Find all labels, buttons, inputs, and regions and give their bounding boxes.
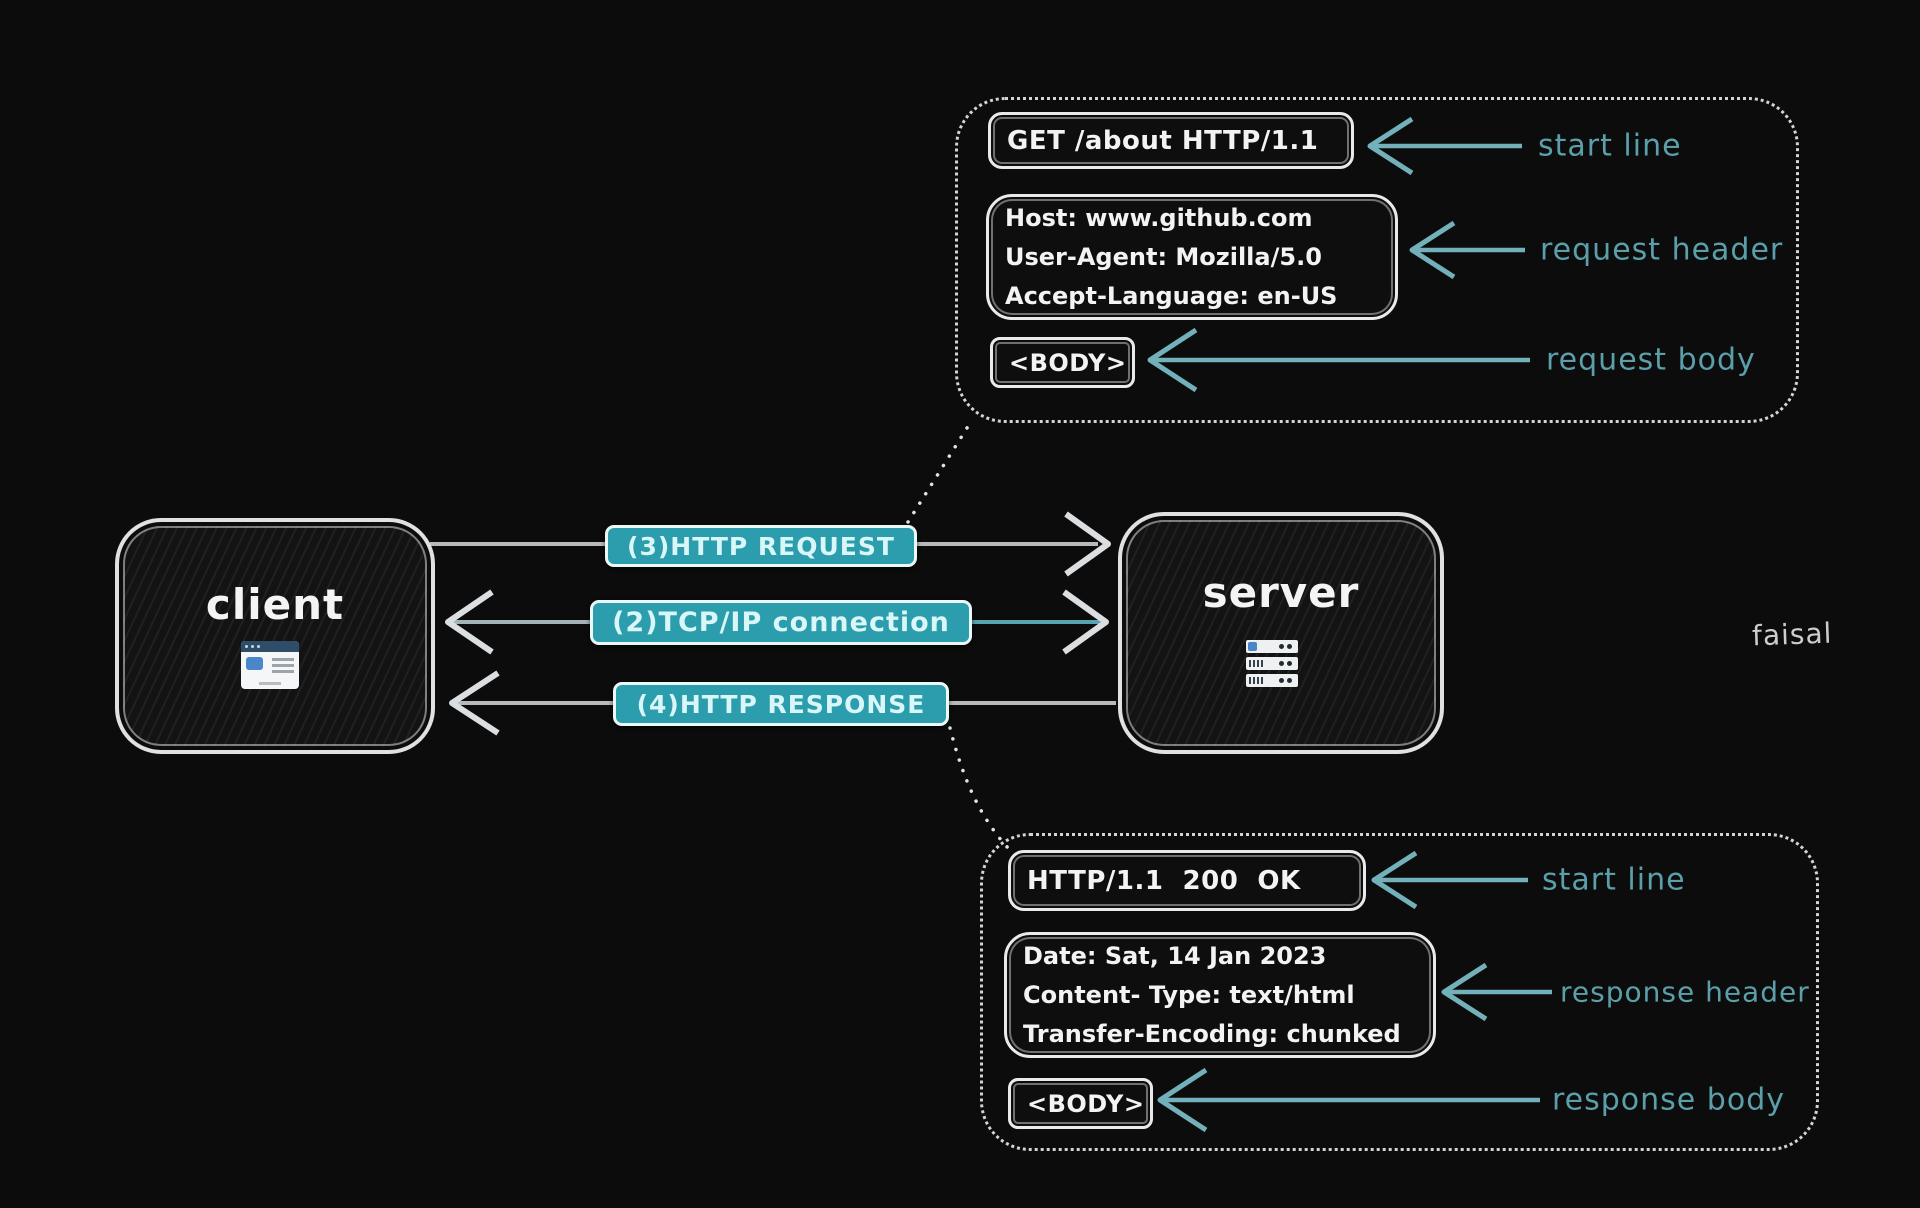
server-label: server: [1202, 568, 1360, 617]
request-body-box: <BODY>: [990, 337, 1135, 388]
tcp-connection-pill: (2)TCP/IP connection: [590, 600, 972, 645]
server-rack-icon: [1246, 640, 1298, 688]
server-node: server: [1118, 512, 1444, 754]
request-header-label: request header: [1540, 232, 1784, 268]
response-detail-connector: [948, 726, 1010, 850]
request-header-line-3: Accept-Language: en-US: [1005, 281, 1338, 310]
client-label: client: [205, 580, 345, 629]
http-request-pill: (3)HTTP REQUEST: [605, 525, 917, 567]
request-panel: [955, 97, 1799, 423]
response-start-line-text: HTTP/1.1 200 OK: [1027, 865, 1301, 896]
browser-window-icon: [241, 641, 299, 689]
response-body-box: <BODY>: [1008, 1078, 1153, 1129]
http-request-pill-text: (3)HTTP REQUEST: [627, 531, 895, 561]
response-start-line-label: start line: [1542, 862, 1686, 898]
tcp-arrowhead-right-icon: [1062, 589, 1109, 655]
request-start-line-box: GET /about HTTP/1.1: [988, 112, 1354, 169]
request-start-line-text: GET /about HTTP/1.1: [1007, 125, 1319, 156]
response-body-text: <BODY>: [1027, 1089, 1145, 1118]
http-request-arrowhead-icon: [1064, 511, 1111, 577]
response-header-box: Date: Sat, 14 Jan 2023 Content- Type: te…: [1004, 932, 1436, 1058]
tcp-arrowhead-left-icon: [445, 589, 494, 655]
request-body-arrowhead-icon: [1147, 327, 1198, 393]
response-header-line-1: Date: Sat, 14 Jan 2023: [1023, 941, 1327, 970]
tcp-connection-pill-text: (2)TCP/IP connection: [612, 607, 950, 638]
http-response-arrowhead-icon: [449, 670, 500, 736]
response-header-arrowhead-icon: [1441, 962, 1488, 1022]
http-response-pill-text: (4)HTTP RESPONSE: [636, 689, 926, 719]
request-header-arrowhead-icon: [1409, 220, 1456, 280]
response-start-line-box: HTTP/1.1 200 OK: [1008, 850, 1366, 911]
watermark-signature: faisal: [1751, 616, 1833, 653]
request-header-line-2: User-Agent: Mozilla/5.0: [1005, 242, 1322, 271]
response-header-line-3: Transfer-Encoding: chunked: [1023, 1019, 1401, 1048]
request-detail-connector: [906, 418, 974, 524]
response-body-arrowhead-icon: [1157, 1067, 1208, 1133]
request-body-label: request body: [1546, 342, 1756, 378]
request-header-box: Host: www.github.com User-Agent: Mozilla…: [986, 194, 1398, 320]
request-body-text: <BODY>: [1009, 348, 1127, 377]
client-node: client: [115, 518, 435, 754]
response-header-label: response header: [1560, 975, 1810, 1009]
request-start-line-label: start line: [1538, 128, 1682, 164]
http-response-pill: (4)HTTP RESPONSE: [613, 682, 949, 726]
response-panel: [980, 833, 1819, 1151]
request-header-line-1: Host: www.github.com: [1005, 203, 1313, 232]
response-start-line-arrowhead-icon: [1371, 850, 1418, 910]
response-header-line-2: Content- Type: text/html: [1023, 980, 1355, 1009]
browser-titlebar: [241, 641, 299, 652]
request-start-line-arrowhead-icon: [1367, 116, 1414, 176]
response-body-label: response body: [1552, 1082, 1785, 1118]
